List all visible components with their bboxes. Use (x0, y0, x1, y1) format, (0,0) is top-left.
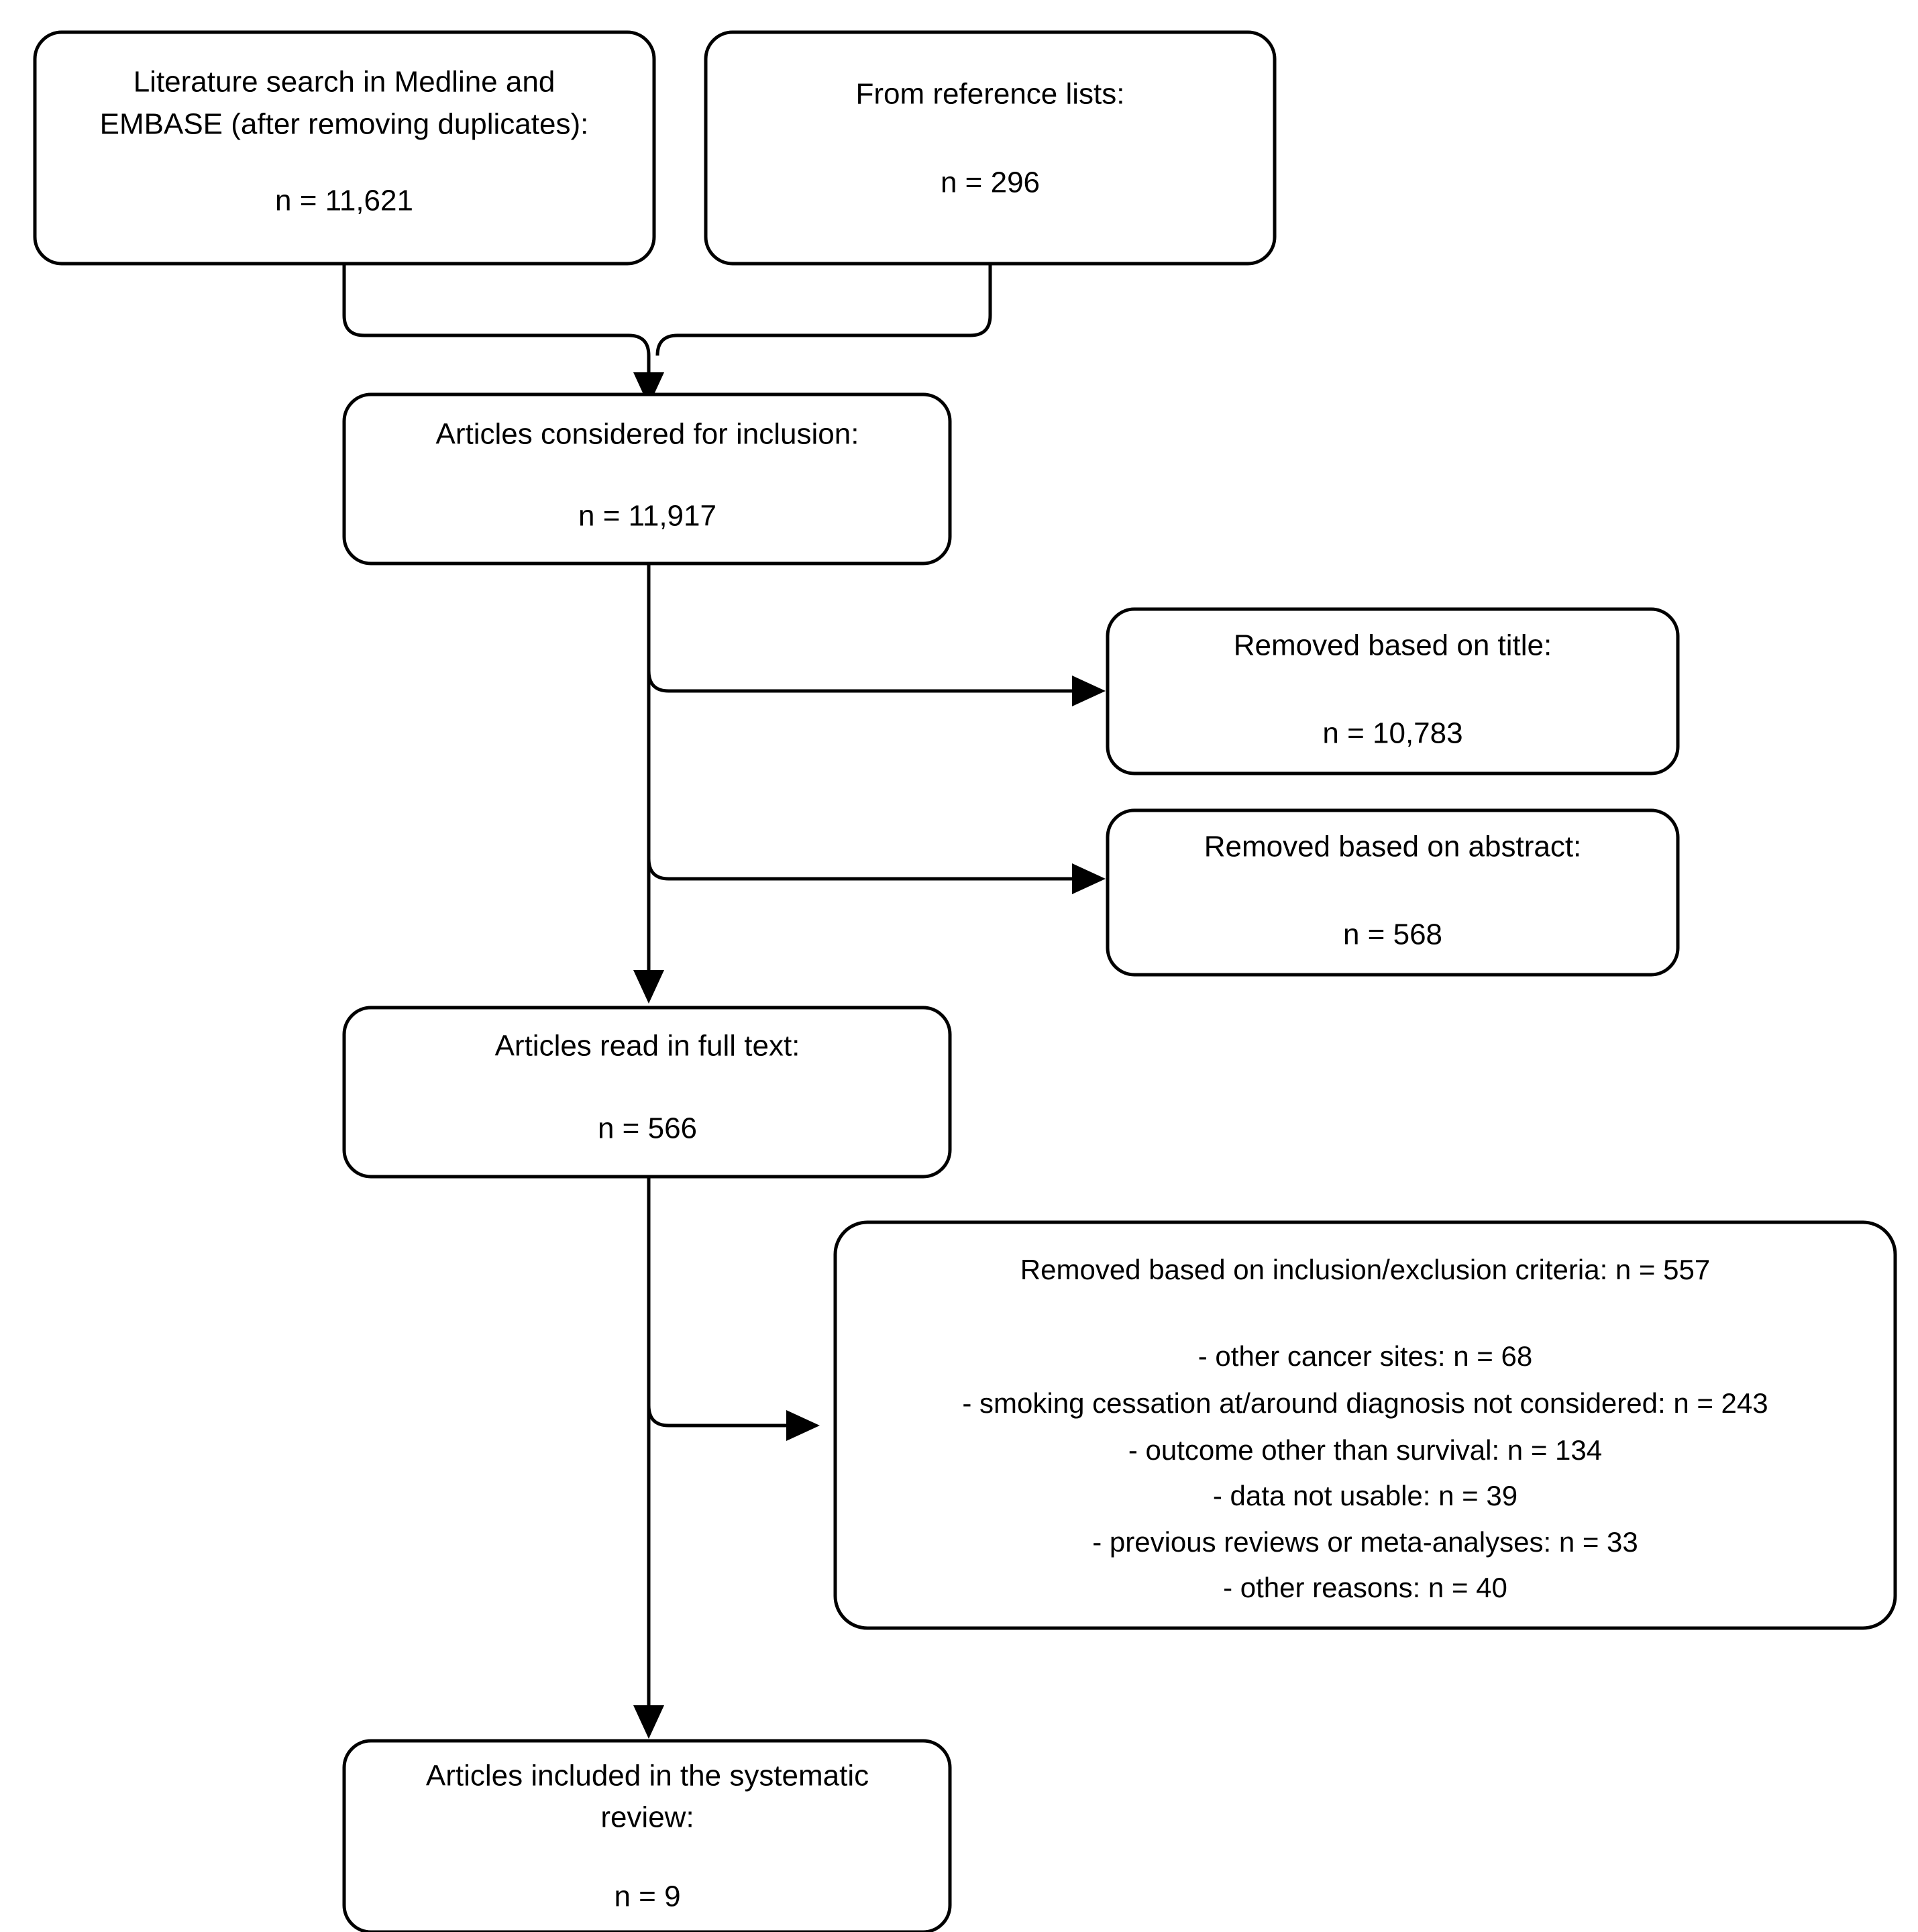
node-removed-criteria-reason-5: - previous reviews or meta-analyses: n =… (1092, 1526, 1638, 1558)
connector-merge-to-considered (628, 333, 651, 392)
node-read-full-text: Articles read in full text: n = 566 (342, 1006, 952, 1179)
connector-branch-removed-abstract (647, 858, 1088, 881)
node-removed-criteria-box (833, 1220, 1897, 1630)
node-removed-abstract: Removed based on abstract: n = 568 (1106, 808, 1680, 977)
node-read-full-text-count: n = 566 (598, 1112, 697, 1145)
arrowhead-to-considered (633, 372, 664, 406)
arrowhead-to-included (633, 1705, 664, 1739)
node-included-review-line1: Articles included in the systematic (426, 1760, 869, 1792)
node-literature-search-line1: Literature search in Medline and (134, 66, 555, 99)
node-reference-lists: From reference lists: n = 296 (704, 30, 1277, 266)
node-considered-box (342, 392, 952, 566)
node-removed-title-box (1106, 607, 1680, 775)
node-removed-title: Removed based on title: n = 10,783 (1106, 607, 1680, 775)
node-removed-abstract-box (1106, 808, 1680, 977)
connector-reference-to-merge (678, 264, 992, 337)
arrowhead-removed-title (1072, 676, 1106, 706)
node-reference-lists-box (704, 30, 1277, 266)
node-removed-title-line1: Removed based on title: (1234, 629, 1552, 662)
node-literature-search: Literature search in Medline and EMBASE … (33, 30, 656, 266)
node-reference-lists-count: n = 296 (941, 166, 1040, 199)
node-reference-lists-line1: From reference lists: (856, 78, 1125, 111)
node-considered-for-inclusion: Articles considered for inclusion: n = 1… (342, 392, 952, 566)
connector-search-to-merge (342, 264, 629, 337)
node-removed-abstract-count: n = 568 (1343, 918, 1442, 951)
node-included-review-line2: review: (600, 1801, 694, 1834)
node-included-review: Articles included in the systematic revi… (342, 1739, 952, 1932)
node-removed-criteria-heading: Removed based on inclusion/exclusion cri… (1020, 1254, 1710, 1285)
node-removed-abstract-line1: Removed based on abstract: (1204, 830, 1582, 863)
node-removed-criteria-reason-3: - outcome other than survival: n = 134 (1128, 1434, 1602, 1466)
node-removed-title-count: n = 10,783 (1322, 717, 1462, 750)
node-considered-count: n = 11,917 (578, 500, 716, 533)
node-read-full-text-box (342, 1006, 952, 1179)
connector-branch-removed-title (647, 670, 1088, 693)
node-included-review-box (342, 1739, 952, 1932)
node-read-full-text-line1: Articles read in full text: (495, 1030, 800, 1063)
node-removed-criteria: Removed based on inclusion/exclusion cri… (833, 1220, 1897, 1630)
node-included-review-count: n = 9 (614, 1880, 680, 1913)
arrowhead-removed-abstract (1072, 863, 1106, 894)
node-literature-search-line2: EMBASE (after removing duplicates): (100, 108, 589, 141)
node-removed-criteria-reason-2: - smoking cessation at/around diagnosis … (962, 1387, 1768, 1419)
arrowhead-to-fulltext (633, 970, 664, 1004)
connector-merge-to-considered-right (655, 333, 678, 356)
node-removed-criteria-reason-1: - other cancer sites: n = 68 (1198, 1340, 1532, 1372)
node-removed-criteria-reason-4: - data not usable: n = 39 (1213, 1480, 1517, 1511)
arrowhead-removed-criteria (786, 1410, 820, 1441)
node-literature-search-count: n = 11,621 (275, 184, 413, 217)
connector-branch-removed-criteria (647, 1405, 802, 1428)
node-removed-criteria-reason-6: - other reasons: n = 40 (1223, 1572, 1507, 1603)
node-literature-search-box (33, 30, 656, 266)
node-considered-line1: Articles considered for inclusion: (436, 418, 859, 451)
